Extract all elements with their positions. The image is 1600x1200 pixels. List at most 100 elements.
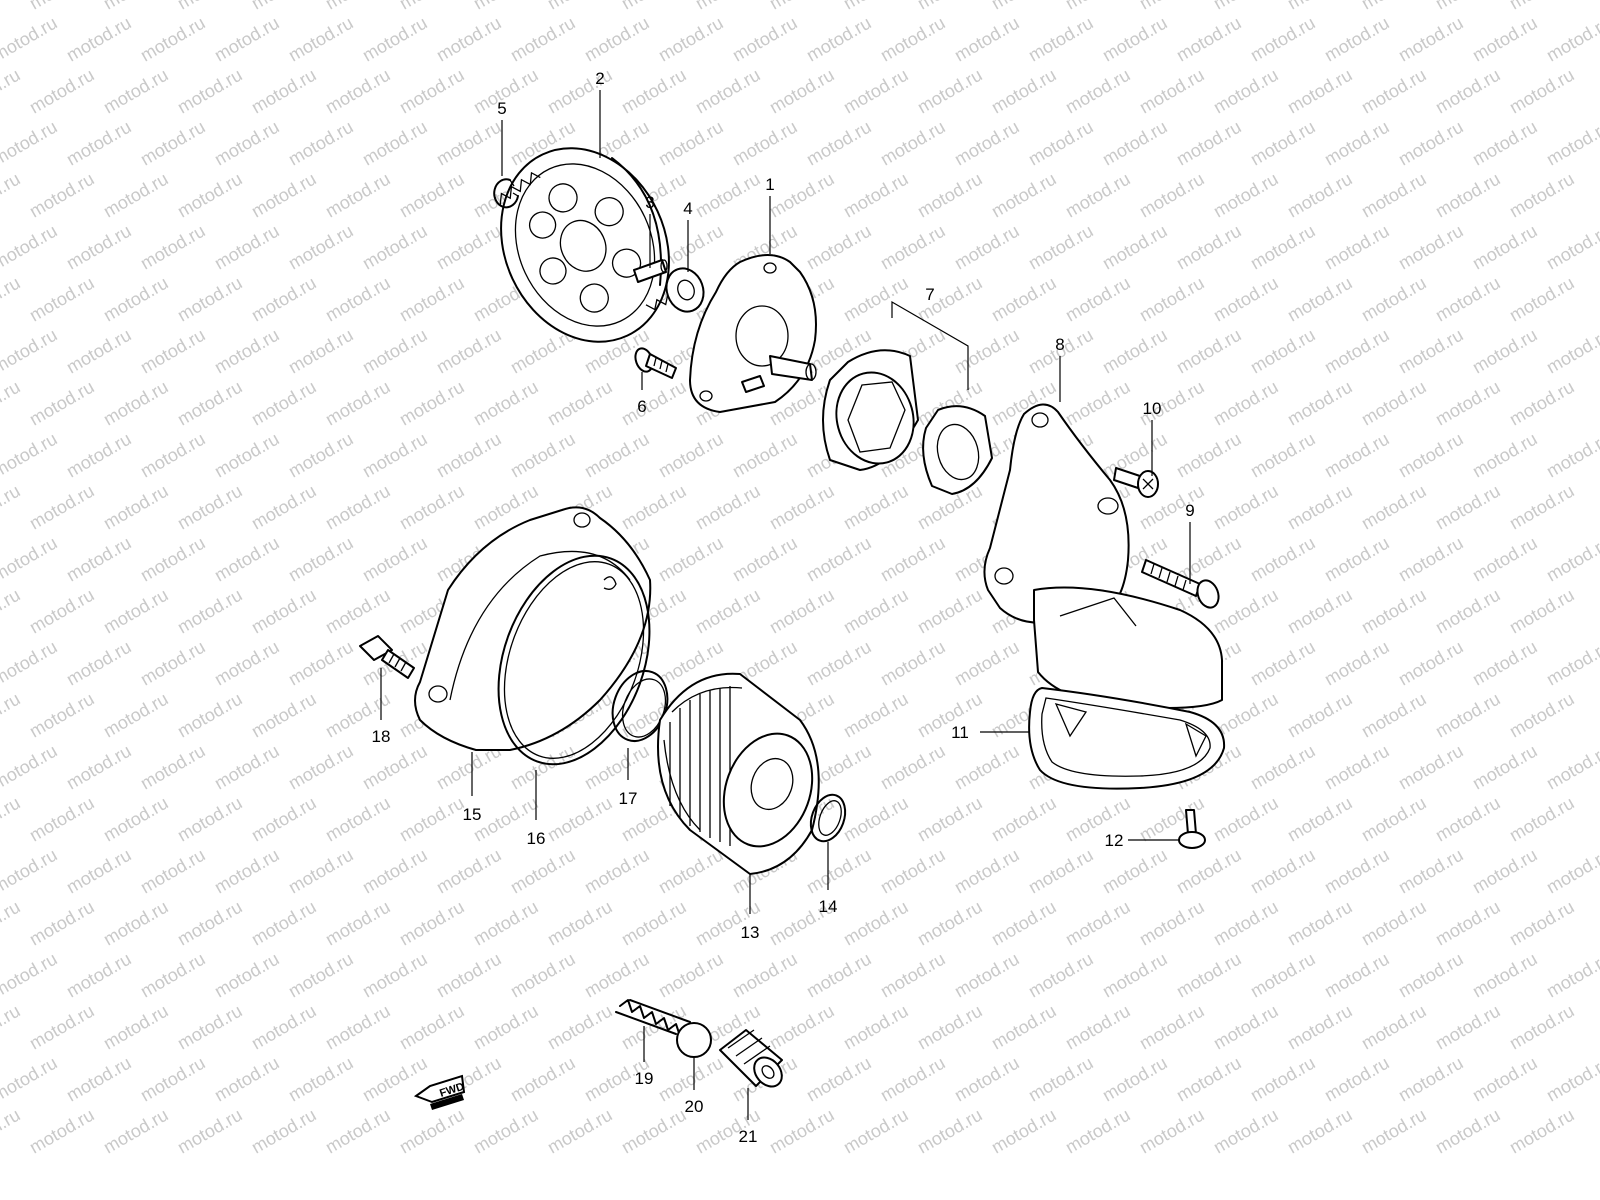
watermark-text: motod.ru (1321, 13, 1393, 66)
part-10-screw[interactable] (1113, 467, 1159, 498)
watermark-text: motod.ru (0, 1053, 61, 1106)
watermark-text: motod.ru (1136, 897, 1208, 950)
watermark-text: motod.ru (248, 169, 320, 222)
watermark-text: motod.ru (1358, 1001, 1430, 1054)
callout-7: 7 (925, 285, 934, 304)
watermark-text: motod.ru (1358, 1105, 1430, 1158)
watermark-text: motod.ru (655, 117, 727, 170)
watermark-text: motod.ru (1062, 377, 1134, 430)
watermark-text: motod.ru (1432, 65, 1504, 118)
watermark-text: motod.ru (766, 481, 838, 534)
watermark-text: motod.ru (1136, 1001, 1208, 1054)
watermark-text: motod.ru (1506, 1105, 1578, 1158)
watermark-text: motod.ru (322, 1001, 394, 1054)
part-1-oil-pump-body[interactable] (689, 254, 817, 413)
part-4-washer[interactable] (661, 263, 710, 317)
watermark-text: motod.ru (988, 0, 1060, 13)
watermark-text: motod.ru (1173, 1053, 1245, 1106)
watermark-text: motod.ru (877, 1053, 949, 1106)
watermark-text: motod.ru (100, 0, 172, 13)
watermark-text: motod.ru (100, 1001, 172, 1054)
watermark-text: motod.ru (26, 377, 98, 430)
part-2-oil-pump-gear[interactable] (470, 121, 700, 370)
watermark-text: motod.ru (359, 325, 431, 378)
watermark-text: motod.ru (1432, 273, 1504, 326)
watermark-text: motod.ru (1025, 845, 1097, 898)
callout-labels: 1 2 3 4 5 6 7 8 9 10 11 12 13 14 15 16 1… (372, 69, 1195, 1146)
watermark-text: motod.ru (1469, 533, 1541, 586)
part-14-o-ring[interactable] (805, 790, 851, 846)
watermark-text: motod.ru (729, 533, 801, 586)
watermark-text: motod.ru (359, 741, 431, 794)
watermark-text: motod.ru (1173, 325, 1245, 378)
watermark-text: motod.ru (0, 481, 24, 534)
watermark-text: motod.ru (0, 949, 61, 1002)
watermark-text: motod.ru (951, 949, 1023, 1002)
watermark-text: motod.ru (0, 793, 24, 846)
part-16-o-ring[interactable] (471, 535, 676, 786)
part-8-pump-housing[interactable] (983, 403, 1223, 709)
watermark-text: motod.ru (1062, 1001, 1134, 1054)
watermark-text: motod.ru (433, 325, 505, 378)
watermark-text: motod.ru (137, 13, 209, 66)
watermark-text: motod.ru (285, 429, 357, 482)
watermark-text: motod.ru (1432, 1105, 1504, 1158)
watermark-text: motod.ru (0, 429, 61, 482)
watermark-text: motod.ru (1469, 117, 1541, 170)
part-15-filter-cover[interactable] (414, 506, 652, 751)
part-7-rotor-set[interactable] (822, 300, 993, 495)
watermark-text: motod.ru (26, 585, 98, 638)
watermark-text: motod.ru (285, 1053, 357, 1106)
watermark-text: motod.ru (174, 169, 246, 222)
watermark-text: motod.ru (877, 845, 949, 898)
watermark-text: motod.ru (63, 1053, 135, 1106)
watermark-text: motod.ru (396, 169, 468, 222)
watermark-text: motod.ru (211, 221, 283, 274)
watermark-text: motod.ru (174, 481, 246, 534)
part-13-oil-filter[interactable] (657, 672, 827, 875)
watermark-text: motod.ru (211, 13, 283, 66)
watermark-text: motod.ru (359, 845, 431, 898)
watermark-text: motod.ru (1543, 741, 1600, 794)
watermark-text: motod.ru (544, 65, 616, 118)
watermark-text: motod.ru (0, 13, 61, 66)
watermark-text: motod.ru (285, 13, 357, 66)
part-3-pin[interactable] (633, 259, 668, 283)
watermark-text: motod.ru (1284, 481, 1356, 534)
watermark-text: motod.ru (248, 65, 320, 118)
watermark-text: motod.ru (396, 0, 468, 13)
watermark-text: motod.ru (1506, 585, 1578, 638)
watermark-text: motod.ru (1358, 273, 1430, 326)
watermark-text: motod.ru (433, 949, 505, 1002)
watermark-text: motod.ru (581, 741, 653, 794)
watermark-text: motod.ru (951, 13, 1023, 66)
part-18-bolt[interactable] (359, 635, 415, 679)
watermark-text: motod.ru (840, 689, 912, 742)
callout-14: 14 (819, 897, 838, 916)
watermark-text: motod.ru (433, 845, 505, 898)
watermark-text: motod.ru (914, 1001, 986, 1054)
watermark-text: motod.ru (26, 1001, 98, 1054)
watermark-text: motod.ru (1025, 117, 1097, 170)
part-20-ball[interactable] (676, 1022, 712, 1058)
part-21-plug[interactable] (719, 1029, 787, 1092)
part-9-bolt[interactable] (1141, 559, 1222, 611)
watermark-text: motod.ru (1173, 13, 1245, 66)
watermark-text: motod.ru (1506, 377, 1578, 430)
watermark-text: motod.ru (1543, 325, 1600, 378)
part-6-screw[interactable] (632, 346, 677, 379)
watermark-text: motod.ru (248, 1001, 320, 1054)
watermark-text: motod.ru (803, 117, 875, 170)
watermark-text: motod.ru (285, 117, 357, 170)
watermark-text: motod.ru (1136, 1105, 1208, 1158)
watermark-text: motod.ru (1432, 481, 1504, 534)
watermark-text: motod.ru (988, 1105, 1060, 1158)
part-11-oil-strainer[interactable] (1028, 687, 1226, 790)
watermark-text: motod.ru (1210, 481, 1282, 534)
watermark-text: motod.ru (1284, 377, 1356, 430)
part-5-circlip[interactable] (493, 178, 519, 209)
callout-5: 5 (497, 99, 506, 118)
watermark-text: motod.ru (359, 117, 431, 170)
watermark-text: motod.ru (1506, 273, 1578, 326)
watermark-text: motod.ru (1136, 0, 1208, 13)
